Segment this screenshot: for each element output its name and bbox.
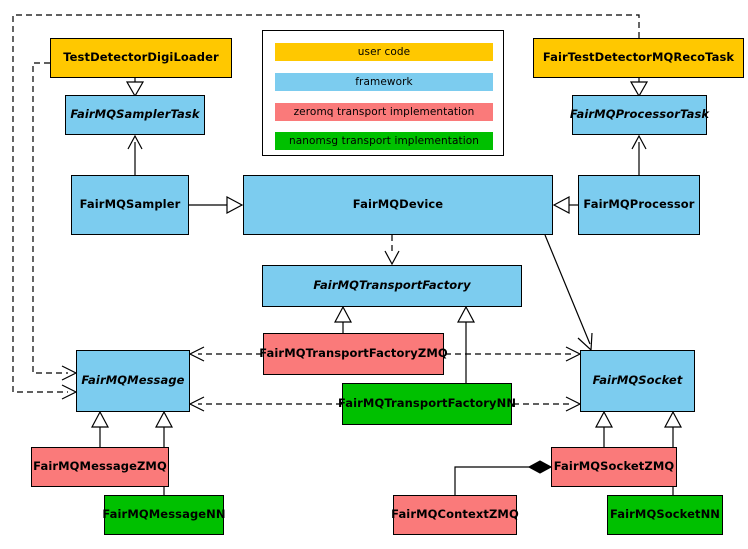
edge-association-fairmqsampler-fairmqsamplertask bbox=[127, 134, 143, 175]
legend-label-framework: framework bbox=[355, 76, 413, 88]
class-node-fairmqtransportfactoryzmq[interactable]: FairMQTransportFactoryZMQ bbox=[259, 333, 448, 375]
edge-generalization-fairmqtransportfactorynn-fairmqtransportfactory bbox=[457, 305, 475, 383]
class-label: FairMQSamplerTask bbox=[70, 107, 200, 122]
class-node-fairmqsocketzmq[interactable]: FairMQSocketZMQ bbox=[551, 447, 677, 487]
class-label: FairMQSocketZMQ bbox=[553, 459, 675, 474]
class-node-fairmqprocessortask[interactable]: FairMQProcessorTask bbox=[569, 95, 710, 135]
class-node-fairmqcontextzmq[interactable]: FairMQContextZMQ bbox=[391, 495, 519, 535]
edge-generalization-testdetectordigiloader-fairmqsamplertask bbox=[125, 78, 145, 98]
class-node-fairmqsocketnn[interactable]: FairMQSocketNN bbox=[607, 495, 723, 535]
edge-dependency-fairmqtransportfactoryzmq-fairmqsocket bbox=[445, 346, 582, 362]
edge-composition-fairmqcontextzmq-fairmqsocketzmq bbox=[454, 460, 553, 495]
edge-association-fairmqdevice-fairmqsocket bbox=[544, 234, 593, 352]
class-label: FairMQProcessorTask bbox=[569, 107, 710, 122]
class-node-fairmqtransportfactorynn[interactable]: FairMQTransportFactoryNN bbox=[338, 383, 516, 425]
class-label: FairTestDetectorMQRecoTask bbox=[542, 50, 735, 65]
edge-generalization-fairmqtransportfactoryzmq-fairmqtransportfactory bbox=[334, 305, 352, 333]
edge-dependency-fairmqdevice-fairmqtransportfactory bbox=[384, 235, 400, 266]
edge-association-fairmqprocessor-fairmqprocessortask bbox=[631, 134, 647, 175]
class-node-fairtestdetectormqrecotask[interactable]: FairTestDetectorMQRecoTask bbox=[533, 38, 744, 78]
class-node-fairmqsampler[interactable]: FairMQSampler bbox=[71, 175, 189, 235]
class-node-fairmqmessage[interactable]: FairMQMessage bbox=[76, 350, 190, 412]
legend-row-framework: framework bbox=[275, 73, 493, 91]
edge-generalization-fairtestdetectormqrecotask-fairmqprocessortask bbox=[629, 78, 649, 98]
class-node-fairmqmessagezmq[interactable]: FairMQMessageZMQ bbox=[31, 447, 169, 487]
class-label: FairMQProcessor bbox=[583, 197, 695, 212]
edge-generalization-fairmqsampler-fairmqdevice bbox=[189, 196, 244, 214]
class-label: FairMQSocket bbox=[592, 373, 683, 388]
edge-generalization-fairmqsocketzmq-fairmqsocket bbox=[595, 410, 613, 447]
class-label: FairMQSampler bbox=[79, 197, 181, 212]
class-node-fairmqsocket[interactable]: FairMQSocket bbox=[580, 350, 695, 412]
edge-generalization-fairmqprocessor-fairmqdevice bbox=[552, 196, 578, 214]
class-node-fairmqtransportfactory[interactable]: FairMQTransportFactory bbox=[262, 265, 522, 307]
legend-label-nanomsg: nanomsg transport implementation bbox=[288, 135, 480, 147]
class-node-fairmqsamplertask[interactable]: FairMQSamplerTask bbox=[65, 95, 205, 135]
legend-label-user-code: user code bbox=[357, 46, 411, 58]
edge-dependency-fairmqtransportfactorynn-fairmqmessage bbox=[188, 396, 342, 412]
class-node-fairmqprocessor[interactable]: FairMQProcessor bbox=[578, 175, 700, 235]
class-label: FairMQSocketNN bbox=[609, 507, 721, 522]
class-label: FairMQTransportFactory bbox=[313, 278, 471, 293]
legend-label-zeromq: zeromq transport implementation bbox=[293, 106, 475, 118]
class-label: FairMQMessageNN bbox=[102, 507, 226, 522]
class-node-testdetectordigiloader[interactable]: TestDetectorDigiLoader bbox=[50, 38, 232, 78]
class-label: FairMQTransportFactoryNN bbox=[337, 396, 517, 411]
legend-row-zeromq: zeromq transport implementation bbox=[275, 103, 493, 121]
legend-row-user-code: user code bbox=[275, 43, 493, 61]
edge-generalization-fairmqmessagezmq-fairmqmessage bbox=[91, 410, 109, 447]
class-label: FairMQTransportFactoryZMQ bbox=[259, 346, 448, 361]
class-label: FairMQMessageZMQ bbox=[33, 459, 167, 474]
class-node-fairmqdevice[interactable]: FairMQDevice bbox=[243, 175, 553, 235]
class-node-fairmqmessagenn[interactable]: FairMQMessageNN bbox=[102, 495, 226, 535]
class-label: TestDetectorDigiLoader bbox=[63, 50, 219, 65]
class-label: FairMQMessage bbox=[81, 373, 185, 388]
edge-dependency-fairmqtransportfactorynn-fairmqsocket bbox=[513, 396, 582, 412]
edge-dependency-fairmqtransportfactoryzmq-fairmqmessage bbox=[188, 346, 262, 362]
class-label: FairMQContextZMQ bbox=[391, 507, 519, 522]
legend-panel: user code framework zeromq transport imp… bbox=[262, 30, 504, 156]
legend-row-nanomsg: nanomsg transport implementation bbox=[275, 132, 493, 150]
class-label: FairMQDevice bbox=[352, 197, 444, 212]
